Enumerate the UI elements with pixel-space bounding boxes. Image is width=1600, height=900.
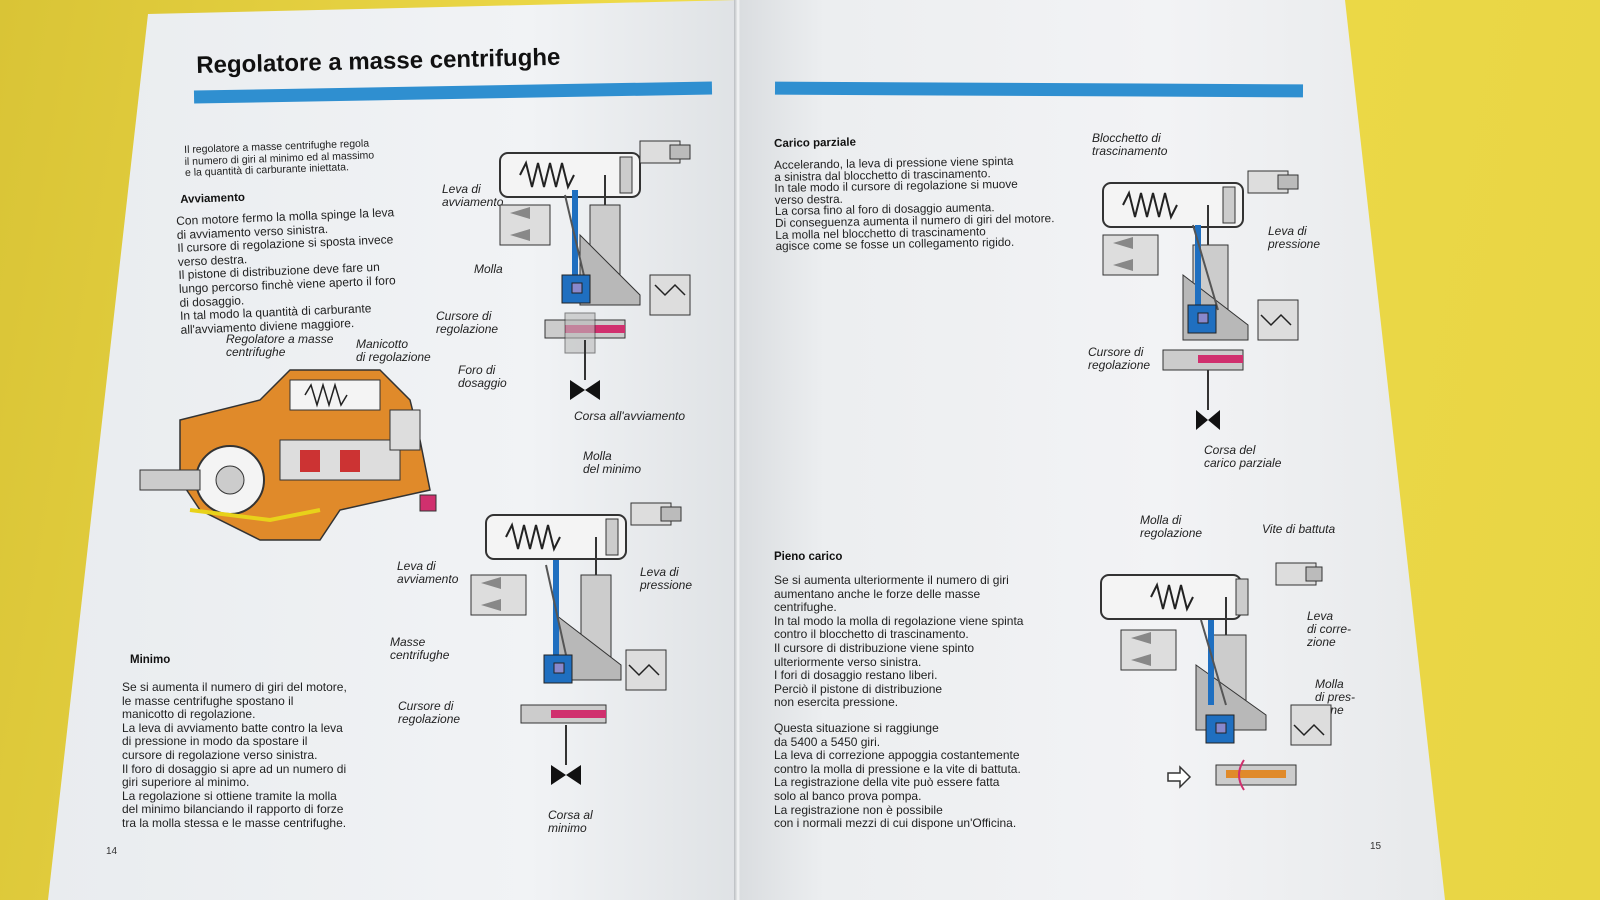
fig3-label-blocchetto: Blocchetto di trascinamento — [1092, 131, 1168, 158]
figure-pieno-carico-diagram — [1100, 562, 1332, 791]
pieno-carico-heading: Pieno carico — [774, 551, 843, 563]
book-spine — [734, 0, 742, 900]
page-number-right: 15 — [1370, 841, 1382, 852]
figure-avviamento-diagram — [499, 140, 691, 400]
avviamento-text: Con motore fermo la molla spinge la leva… — [175, 205, 396, 337]
pieno-carico-text-2: Questa situazione si raggiunge da 5400 a… — [774, 721, 1021, 831]
fig4-label-molla-regolazione: Molla di regolazione — [1140, 513, 1203, 540]
fig1-label-foro: Foro di dosaggio — [458, 363, 507, 390]
minimo-text: Se si aumenta il numero di giri del moto… — [122, 680, 347, 830]
minimo-heading: Minimo — [130, 654, 171, 666]
pump-label-regolatore: Regolatore a masse centrifughe — [226, 332, 334, 359]
figure-minimo-diagram — [470, 502, 682, 785]
fig3-label-corsa: Corsa del carico parziale — [1204, 443, 1282, 470]
fig1-label-corsa: Corsa all'avviamento — [574, 409, 686, 423]
right-page — [740, 0, 1445, 900]
page-number-left: 14 — [106, 846, 118, 857]
fig2-label-cursore: Cursore di regolazione — [398, 699, 461, 726]
pump-label-manicotto: Manicotto di regolazione — [356, 337, 431, 364]
right-accent-bar — [774, 81, 1304, 98]
intro-text: Il regolatore a masse centrifughe regola… — [183, 137, 375, 179]
fig4-label-vite: Vite di battuta — [1262, 522, 1336, 536]
figure-carico-parziale-diagram — [1102, 170, 1299, 430]
pieno-carico-text: Se si aumenta ulteriormente il numero di… — [774, 573, 1024, 710]
fig1-label-cursore: Cursore di regolazione — [436, 309, 499, 336]
figure-pump-cutaway — [139, 369, 437, 541]
fig3-label-leva-pressione: Leva di pressione — [1268, 224, 1321, 251]
carico-parziale-text: Accelerando, la leva di pressione viene … — [773, 153, 1055, 254]
fig2-label-leva-avviamento: Leva di avviamento — [397, 559, 459, 586]
fig1-label-leva-avviamento: Leva di avviamento — [442, 182, 504, 209]
fig2-label-leva-pressione: Leva di pressione — [640, 565, 693, 592]
fig4-label-leva-correzione: Leva di corre- zione — [1307, 609, 1352, 649]
fig2-label-corsa: Corsa al minimo — [548, 808, 593, 835]
fig2-label-molla-minimo: Molla del minimo — [583, 449, 642, 476]
carico-parziale-heading: Carico parziale — [774, 136, 857, 150]
avviamento-heading: Avviamento — [180, 191, 246, 206]
fig2-label-masse: Masse centrifughe — [390, 635, 450, 662]
fig3-label-cursore: Cursore di regolazione — [1088, 345, 1151, 372]
fig1-label-molla: Molla — [474, 262, 503, 276]
